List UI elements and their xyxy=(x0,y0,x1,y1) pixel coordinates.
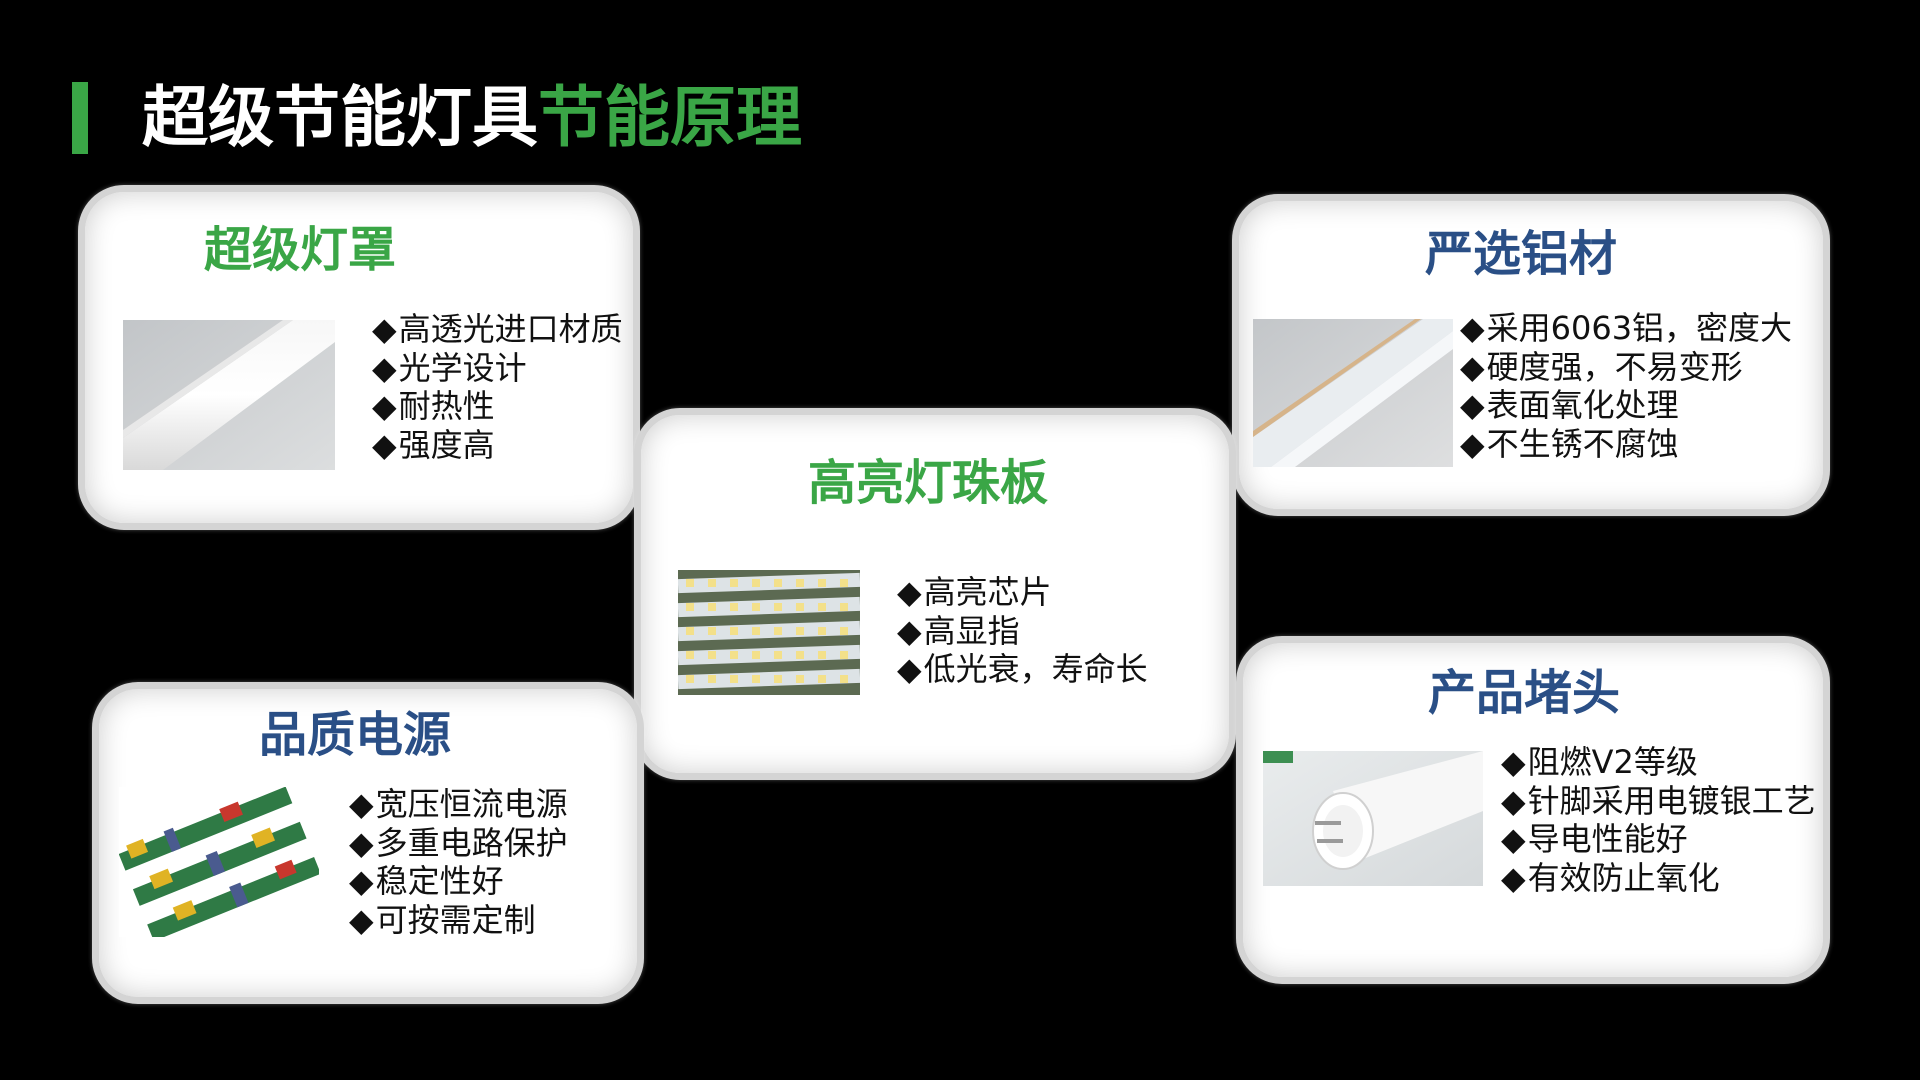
feature-list: 宽压恒流电源 多重电路保护 稳定性好 可按需定制 xyxy=(349,785,568,939)
list-item: 稳定性好 xyxy=(349,862,568,901)
card-end-cap: 产品堵头 阻燃V2等级 针脚采用电镀银工艺 导电 xyxy=(1236,636,1830,984)
list-item: 高亮芯片 xyxy=(897,573,1148,612)
tube-end-cap-image xyxy=(1263,751,1483,886)
list-item: 表面氧化处理 xyxy=(1460,386,1792,425)
card-super-cover: 超级灯罩 高透光进口材 xyxy=(78,185,640,530)
list-item: 硬度强，不易变形 xyxy=(1460,348,1792,387)
list-item: 不生锈不腐蚀 xyxy=(1460,425,1792,464)
list-item: 高透光进口材质 xyxy=(372,310,623,349)
list-item: 耐热性 xyxy=(372,387,623,426)
card-title: 高亮灯珠板 xyxy=(807,455,1048,511)
feature-list: 高亮芯片 高显指 低光衰，寿命长 xyxy=(897,573,1148,689)
page-title-main: 超级节能灯具 xyxy=(142,79,538,156)
feature-list: 高透光进口材质 光学设计 耐热性 强度高 xyxy=(372,310,623,464)
list-item: 高显指 xyxy=(897,612,1148,651)
list-item: 强度高 xyxy=(372,426,623,465)
card-title: 严选铝材 xyxy=(1424,226,1617,282)
list-item: 低光衰，寿命长 xyxy=(897,650,1148,689)
list-item: 采用6063铝，密度大 xyxy=(1460,309,1792,348)
power-driver-board-image xyxy=(119,787,319,937)
list-item: 针脚采用电镀银工艺 xyxy=(1501,782,1816,821)
list-item: 可按需定制 xyxy=(349,901,568,940)
feature-list: 采用6063铝，密度大 硬度强，不易变形 表面氧化处理 不生锈不腐蚀 xyxy=(1460,309,1792,463)
led-strip-board-image xyxy=(678,570,860,695)
list-item: 有效防止氧化 xyxy=(1501,859,1816,898)
card-power-supply: 品质电源 宽 xyxy=(92,682,644,1004)
title-accent-bar xyxy=(72,82,88,154)
list-item: 多重电路保护 xyxy=(349,824,568,863)
page-title: 超级节能灯具节能原理 xyxy=(142,78,802,158)
feature-list: 阻燃V2等级 针脚采用电镀银工艺 导电性能好 有效防止氧化 xyxy=(1501,743,1816,897)
list-item: 导电性能好 xyxy=(1501,820,1816,859)
list-item: 宽压恒流电源 xyxy=(349,785,568,824)
page-title-highlight: 节能原理 xyxy=(538,79,802,156)
led-tube-cover-image xyxy=(123,320,335,470)
card-title: 品质电源 xyxy=(258,707,451,763)
card-title: 超级灯罩 xyxy=(203,222,396,278)
list-item: 光学设计 xyxy=(372,349,623,388)
aluminum-profile-image xyxy=(1253,319,1453,467)
card-led-board: 高亮灯珠板 高亮芯片 xyxy=(634,408,1236,780)
card-aluminum: 严选铝材 采用6063铝，密度大 硬度强，不易变形 表面氧化处理 不生锈不腐蚀 xyxy=(1232,194,1830,516)
list-item: 阻燃V2等级 xyxy=(1501,743,1816,782)
card-title: 产品堵头 xyxy=(1427,665,1620,721)
